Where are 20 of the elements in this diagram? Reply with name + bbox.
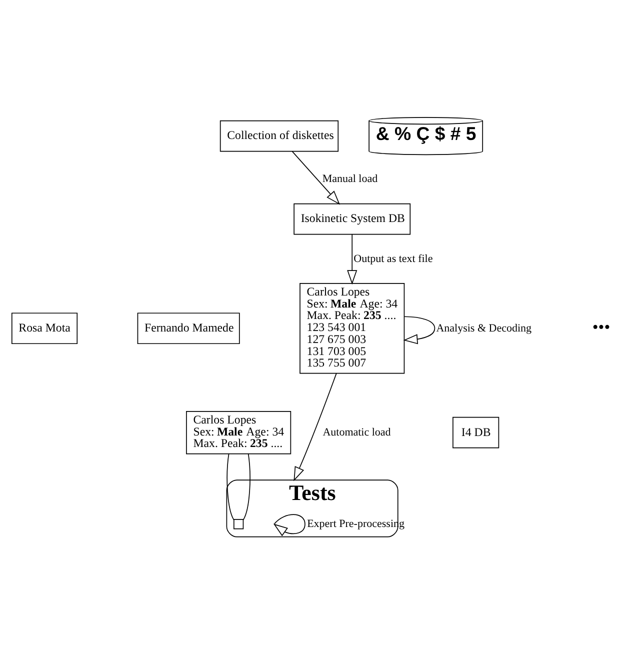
- edge-label: Automatic load: [322, 426, 391, 438]
- arrow: [294, 372, 337, 482]
- node-box: I4 DB: [452, 416, 500, 448]
- node-box: [233, 519, 244, 530]
- arrow: [403, 316, 436, 344]
- edge-label: Output as text file: [354, 252, 433, 265]
- label: •••: [592, 318, 610, 337]
- arrow: [273, 514, 306, 536]
- node-box: Rosa Mota: [11, 312, 78, 344]
- node-box: Isokinetic System DB: [294, 203, 411, 235]
- node-box: Carlos Lopes Sex: Male Age: 34 Max. Peak: 235 .... 123 543 001 127 675 003 131 703 005 135 755 007: [300, 283, 405, 374]
- edge-label: Analysis & Decoding: [436, 322, 532, 334]
- arrow: [292, 151, 340, 205]
- edge-label: Manual load: [322, 173, 378, 186]
- node-box: Carlos Lopes Sex: Male Age: 34 Max. Peak: 235 ....: [186, 411, 292, 454]
- node-box: Fernando Mamede: [137, 312, 240, 344]
- connector: [242, 453, 250, 520]
- node-box: Collection of diskettes: [220, 120, 339, 152]
- connector: [226, 453, 234, 520]
- arrow: [347, 234, 358, 285]
